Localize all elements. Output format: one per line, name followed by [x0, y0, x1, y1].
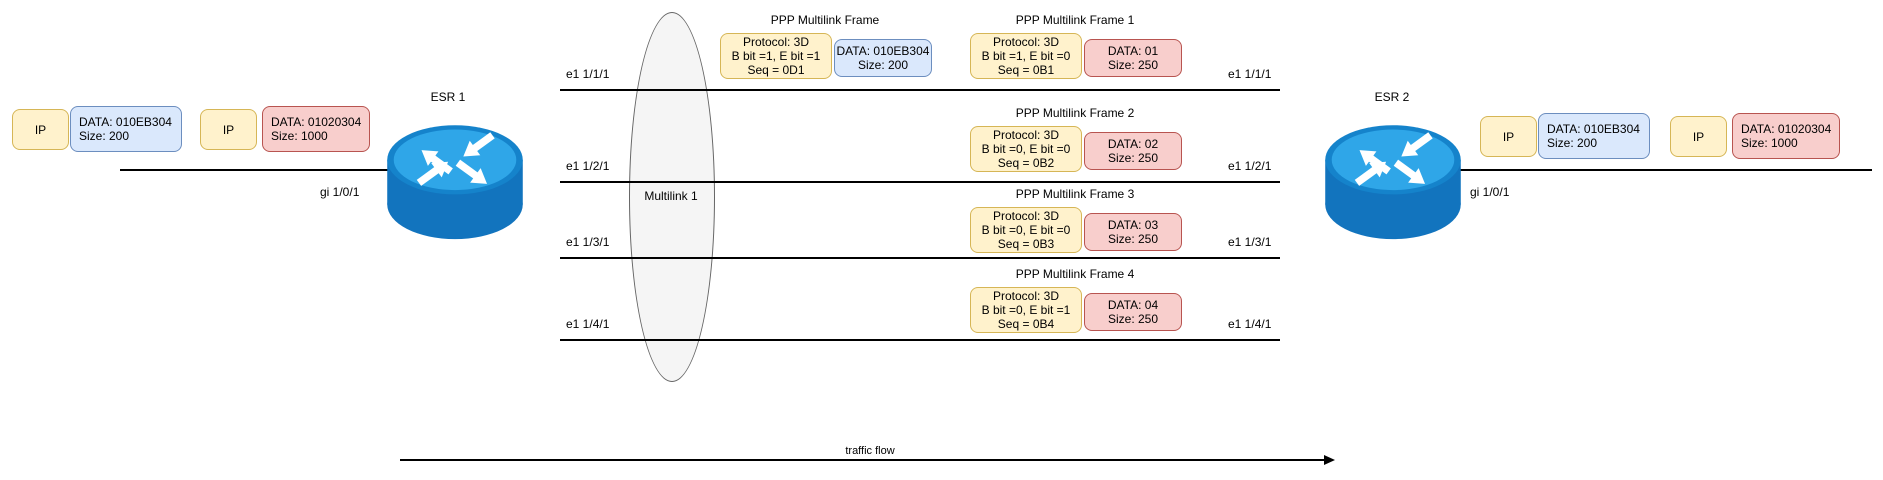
frame-protocol-box: Protocol: 3D B bit =0, E bit =0 Seq = 0B… — [970, 207, 1082, 253]
frame-protocol-box: Protocol: 3D B bit =0, E bit =1 Seq = 0B… — [970, 287, 1082, 333]
frame-data-box: DATA: 010EB304 Size: 200 — [834, 39, 932, 77]
interface-label-gi-right: gi 1/0/1 — [1470, 185, 1510, 199]
ip-payload-box: DATA: 01020304 Size: 1000 — [262, 106, 370, 152]
size-line: Size: 200 — [1547, 136, 1598, 150]
ip-payload-box: DATA: 010EB304 Size: 200 — [1538, 113, 1650, 159]
frame-title: PPP Multilink Frame 2 — [1015, 106, 1135, 120]
size-line: Size: 250 — [1107, 312, 1159, 326]
seq-line: Seq = 0B3 — [997, 237, 1055, 251]
frame-data-box: DATA: 03 Size: 250 — [1084, 213, 1182, 251]
seq-line: Seq = 0B2 — [997, 156, 1055, 170]
e1-label-left-3: e1 1/3/1 — [566, 235, 610, 249]
e1-line-4 — [560, 339, 1280, 341]
data-line: DATA: 01020304 — [1741, 122, 1832, 136]
multilink-label: Multilink 1 — [644, 189, 698, 203]
data-line: DATA: 01020304 — [271, 115, 362, 129]
e1-label-right-2: e1 1/2/1 — [1228, 159, 1272, 173]
data-line: DATA: 010EB304 — [836, 44, 930, 58]
multilink-bundle-ellipse — [629, 12, 715, 382]
ip-header-label: IP — [34, 122, 47, 137]
interface-label-gi-left: gi 1/0/1 — [320, 185, 360, 199]
e1-label-left-4: e1 1/4/1 — [566, 317, 610, 331]
e1-label-left-2: e1 1/2/1 — [566, 159, 610, 173]
ip-header-box: IP — [12, 109, 69, 150]
frame-data-box: DATA: 02 Size: 250 — [1084, 132, 1182, 170]
ip-header-label: IP — [1692, 129, 1705, 144]
size-line: Size: 1000 — [1741, 136, 1798, 150]
ip-header-label: IP — [1502, 129, 1515, 144]
frame-title: PPP Multilink Frame 1 — [1015, 13, 1135, 27]
size-line: Size: 200 — [79, 129, 130, 143]
traffic-flow-arrow — [400, 459, 1326, 461]
router-icon-esr1 — [387, 125, 523, 240]
traffic-flow-arrowhead-icon — [1324, 454, 1335, 465]
size-line: Size: 250 — [1107, 58, 1159, 72]
data-line: DATA: 010EB304 — [79, 115, 172, 129]
bits-line: B bit =1, E bit =0 — [981, 49, 1071, 63]
frame-protocol-box: Protocol: 3D B bit =1, E bit =1 Seq = 0D… — [720, 33, 832, 79]
protocol-line: Protocol: 3D — [992, 209, 1060, 223]
router-icon-esr2 — [1325, 125, 1461, 240]
e1-label-right-4: e1 1/4/1 — [1228, 317, 1272, 331]
data-line: DATA: 010EB304 — [1547, 122, 1640, 136]
protocol-line: Protocol: 3D — [742, 35, 810, 49]
seq-line: Seq = 0B1 — [997, 63, 1055, 77]
frame-title: PPP Multilink Frame 3 — [1015, 187, 1135, 201]
bits-line: B bit =0, E bit =0 — [981, 142, 1071, 156]
e1-label-right-1: e1 1/1/1 — [1228, 67, 1272, 81]
frame-data-box: DATA: 01 Size: 250 — [1084, 39, 1182, 77]
ip-header-box: IP — [1670, 116, 1727, 157]
protocol-line: Protocol: 3D — [992, 128, 1060, 142]
data-line: DATA: 02 — [1107, 137, 1159, 151]
lan-link-line-left — [120, 169, 455, 171]
ip-payload-box: DATA: 010EB304 Size: 200 — [70, 106, 182, 152]
bits-line: B bit =0, E bit =1 — [981, 303, 1071, 317]
protocol-line: Protocol: 3D — [992, 35, 1060, 49]
frame-data-box: DATA: 04 Size: 250 — [1084, 293, 1182, 331]
router-arrows-icon — [416, 132, 495, 186]
data-line: DATA: 03 — [1107, 218, 1159, 232]
e1-label-right-3: e1 1/3/1 — [1228, 235, 1272, 249]
router-label-esr2: ESR 2 — [1374, 90, 1410, 104]
bits-line: B bit =1, E bit =1 — [731, 49, 821, 63]
ip-header-box: IP — [1480, 116, 1537, 157]
seq-line: Seq = 0B4 — [997, 317, 1055, 331]
size-line: Size: 250 — [1107, 151, 1159, 165]
seq-line: Seq = 0D1 — [747, 63, 805, 77]
e1-label-left-1: e1 1/1/1 — [566, 67, 610, 81]
frame-protocol-box: Protocol: 3D B bit =1, E bit =0 Seq = 0B… — [970, 33, 1082, 79]
size-line: Size: 1000 — [271, 129, 328, 143]
frame-title: PPP Multilink Frame 4 — [1015, 267, 1135, 281]
ip-header-label: IP — [222, 122, 235, 137]
lan-link-line-right — [1400, 169, 1872, 171]
ip-header-box: IP — [200, 109, 257, 150]
router-label-esr1: ESR 1 — [430, 90, 466, 104]
router-arrows-icon — [1354, 132, 1433, 186]
size-line: Size: 250 — [1107, 232, 1159, 246]
size-line: Size: 200 — [857, 58, 909, 72]
data-line: DATA: 04 — [1107, 298, 1159, 312]
data-line: DATA: 01 — [1107, 44, 1159, 58]
frame-title: PPP Multilink Frame — [770, 13, 880, 27]
ip-payload-box: DATA: 01020304 Size: 1000 — [1732, 113, 1840, 159]
frame-protocol-box: Protocol: 3D B bit =0, E bit =0 Seq = 0B… — [970, 126, 1082, 172]
protocol-line: Protocol: 3D — [992, 289, 1060, 303]
bits-line: B bit =0, E bit =0 — [981, 223, 1071, 237]
e1-line-1 — [560, 89, 1280, 91]
traffic-flow-label: traffic flow — [845, 445, 895, 457]
e1-line-2 — [560, 181, 1280, 183]
e1-line-3 — [560, 257, 1280, 259]
